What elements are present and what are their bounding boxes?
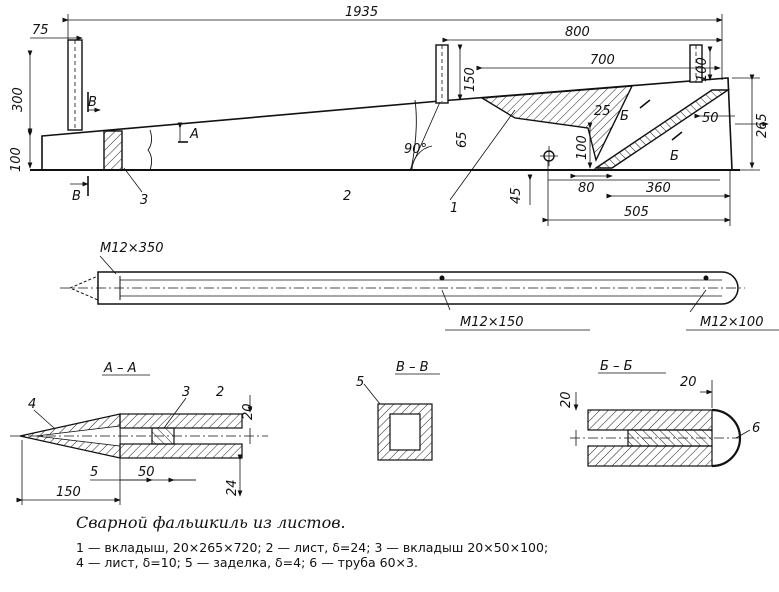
caption-line-1: 1 — вкладыш, 20×265×720; 2 — лист, δ=24;… (76, 540, 549, 555)
bbb-callout-6: 6 (752, 421, 760, 436)
bb-callout-5: 5 (356, 375, 364, 390)
section-a-mark: A (189, 127, 199, 142)
callout-2: 2 (343, 189, 351, 204)
dim-50: 50 (702, 111, 719, 126)
dim-80: 80 (578, 181, 595, 196)
section-b-mark-top: B (88, 95, 97, 110)
bbb-dim-20-top: 20 (680, 375, 697, 390)
dim-left-width: 75 (32, 23, 49, 38)
dim-45: 45 (509, 187, 524, 204)
aa-callout-4: 4 (28, 397, 36, 412)
keel-outline (41, 77, 733, 171)
plan-labels: M12×350 M12×150 M12×100 (100, 241, 763, 330)
section-bbb-labels: Б – Б 20 20 6 (559, 359, 760, 436)
dim-100: 100 (575, 135, 590, 160)
caption-title: Сварной фальшкиль из листов. (76, 513, 346, 532)
aa-dim-24: 24 (225, 479, 240, 496)
dim-angle: 90° (404, 142, 427, 157)
aa-dim-20: 20 (241, 403, 256, 420)
dim-left-low: 100 (9, 147, 24, 172)
section-bbb (570, 372, 751, 468)
bbb-dim-20-left: 20 (559, 391, 574, 408)
aa-dim-150: 150 (56, 485, 81, 500)
section-aa-labels: A – A 4 3 2 20 5 50 24 150 (28, 361, 256, 500)
aa-title: A – A (103, 361, 137, 376)
dim-tip-height: 100 (695, 57, 710, 82)
dim-post-height: 150 (463, 67, 478, 92)
plan-bolt-350: M12×350 (100, 241, 163, 256)
dim-360: 360 (646, 181, 671, 196)
aa-dim-5: 5 (90, 465, 98, 480)
plan-bolt-100: M12×100 (700, 315, 763, 330)
section-b-mark-bottom: B (72, 189, 81, 204)
tail-strip (593, 89, 731, 169)
dim-right-span: 800 (565, 25, 590, 40)
insert-1 (479, 85, 634, 163)
plan-bolt-150: M12×150 (460, 315, 523, 330)
dimension-labels: 1935 75 300 100 800 700 150 100 65 90° 2… (9, 5, 770, 220)
caption-line-2: 4 — лист, δ=10; 5 — заделка, δ=4; 6 — тр… (76, 555, 418, 570)
section-bb (363, 373, 440, 461)
section-6-mark-bottom: Б (670, 149, 679, 164)
aa-dim-50: 50 (138, 465, 155, 480)
dim-left-height: 300 (11, 87, 26, 112)
side-view (30, 39, 760, 171)
bbb-title: Б – Б (600, 359, 633, 374)
section-bb-labels: В – В 5 (356, 360, 429, 390)
dim-insert-length: 700 (590, 53, 615, 68)
bb-title: В – В (396, 360, 429, 375)
insert-3 (103, 130, 123, 171)
dimension-lines (27, 14, 769, 226)
callout-1: 1 (450, 201, 458, 216)
dim-505: 505 (624, 205, 649, 220)
dim-265: 265 (755, 113, 770, 138)
section-6-mark-top: Б (620, 109, 629, 124)
dim-25: 25 (594, 104, 611, 119)
section-aa (10, 374, 268, 505)
callout-3: 3 (140, 193, 148, 208)
aa-callout-2: 2 (216, 385, 224, 400)
caption-legend: 1 — вкладыш, 20×265×720; 2 — лист, δ=24;… (76, 540, 766, 570)
aa-callout-3: 3 (182, 385, 190, 400)
plan-view (60, 255, 779, 331)
dim-mid-height: 65 (455, 131, 470, 148)
dim-overall: 1935 (345, 5, 378, 20)
